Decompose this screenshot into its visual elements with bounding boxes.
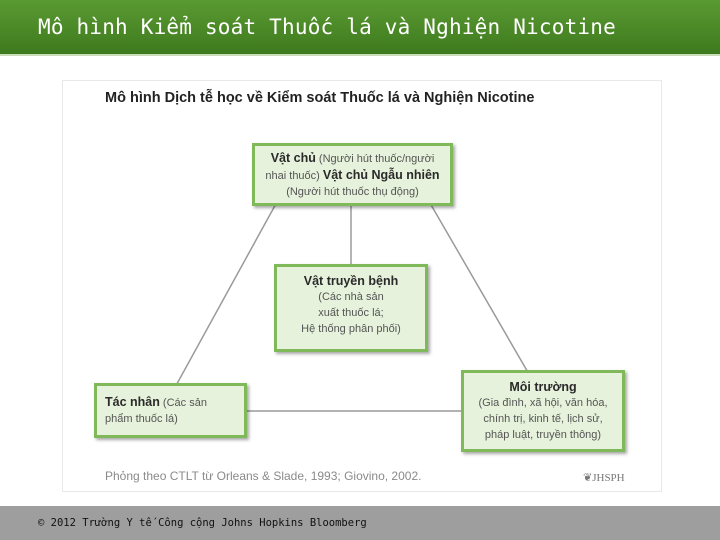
node-agent-label: Tác nhân: [105, 395, 160, 409]
node-agent: Tác nhân (Các sản phẩm thuốc lá): [94, 383, 247, 438]
node-environment: Môi trường (Gia đình, xã hội, văn hóa, c…: [461, 370, 625, 452]
node-environment-desc-line: pháp luật, truyền thông): [484, 429, 602, 441]
slide-footer: © 2012 Trường Y tế Công cộng Johns Hopki…: [0, 506, 720, 540]
node-host: Vật chủ (Người hút thuốc/người nhai thuố…: [252, 143, 453, 206]
node-vector: Vật truyền bệnh (Các nhà sản xuất thuốc …: [274, 264, 428, 352]
slide-title: Mô hình Kiểm soát Thuốc lá và Nghiện Nic…: [38, 15, 616, 39]
source-citation: Phỏng theo CTLT từ Orleans & Slade, 1993…: [105, 469, 422, 483]
diagram-title: Mô hình Dịch tễ học về Kiểm soát Thuốc l…: [105, 90, 535, 106]
slide-header: Mô hình Kiểm soát Thuốc lá và Nghiện Nic…: [0, 0, 720, 56]
node-vector-desc-line: xuất thuốc lá;: [318, 307, 384, 319]
copyright-text: © 2012 Trường Y tế Công cộng Johns Hopki…: [38, 517, 367, 529]
diagram-connectors: [172, 190, 534, 412]
diagram-figure: Mô hình Dịch tễ học về Kiểm soát Thuốc l…: [62, 80, 662, 492]
node-agent-desc: (Các sản phẩm thuốc lá): [105, 397, 207, 425]
node-environment-label: Môi trường: [509, 380, 577, 394]
node-environment-desc-line: chính trị, kinh tế, lịch sử,: [483, 413, 603, 425]
node-environment-desc-line: (Gia đình, xã hội, văn hóa,: [478, 397, 608, 409]
logo-icon: ❦: [583, 472, 593, 484]
jhsph-logo: ❦JHSPH: [583, 471, 625, 484]
node-random-host-label: Vật chủ Ngẫu nhiên: [322, 168, 440, 182]
logo-text: JHSPH: [592, 472, 625, 484]
node-host-desc: (Người hút thuốc/người nhai thuốc): [265, 153, 435, 182]
node-random-host-desc: (Người hút thuốc thụ động): [286, 186, 419, 198]
node-vector-desc-line: (Các nhà sản: [318, 291, 384, 303]
node-vector-label: Vật truyền bệnh: [303, 274, 399, 288]
connector-host-agent: [172, 190, 284, 392]
node-host-label: Vật chủ: [270, 151, 316, 165]
node-vector-desc-line: Hệ thống phân phối): [301, 323, 401, 335]
connector-host-environment: [422, 190, 534, 382]
